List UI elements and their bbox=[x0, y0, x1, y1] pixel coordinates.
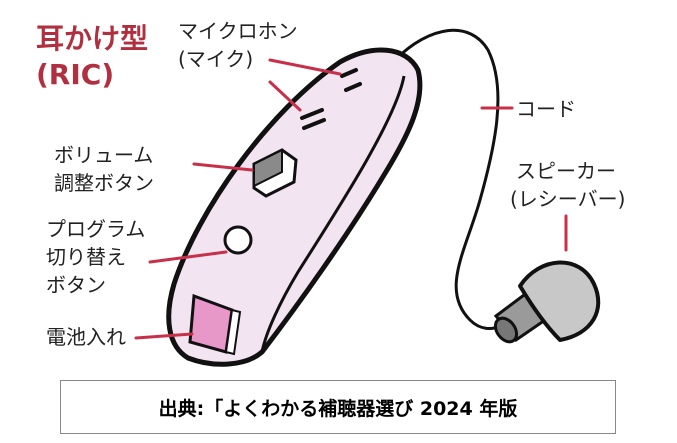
leader-lines bbox=[134, 58, 568, 340]
program-label-3: ボタン bbox=[46, 273, 106, 297]
title-line-2: (RIC) bbox=[36, 58, 115, 91]
battery-door[interactable] bbox=[188, 293, 242, 356]
cord-label: コード bbox=[516, 97, 576, 121]
program-label-1: プログラム bbox=[46, 217, 146, 241]
microphone-label-1: マイクロホン bbox=[178, 19, 298, 43]
microphone-leader-2 bbox=[268, 80, 302, 112]
volume-label-2: 調整ボタン bbox=[54, 171, 154, 195]
speaker-label-1: スピーカー bbox=[516, 159, 616, 183]
body-inner-edge bbox=[260, 75, 406, 353]
program-leader bbox=[148, 250, 228, 264]
cord bbox=[393, 28, 501, 330]
program-label-2: 切り替え bbox=[46, 245, 126, 269]
source-caption-box: 出典:「よくわかる補聴器選び 2024 年版 bbox=[60, 380, 616, 434]
battery-label: 電池入れ bbox=[46, 325, 126, 349]
source-caption: 出典:「よくわかる補聴器選び 2024 年版 bbox=[158, 397, 518, 420]
speaker-label-2: (レシーバー) bbox=[510, 187, 626, 211]
title-line-1: 耳かけ型 bbox=[36, 22, 149, 55]
microphone-label-2: (マイク) bbox=[178, 47, 254, 71]
hearing-aid-body bbox=[166, 47, 423, 367]
microphone-slots bbox=[300, 68, 362, 130]
microphone-leader-1 bbox=[268, 58, 342, 76]
ear-tip bbox=[518, 260, 601, 342]
volume-label-1: ボリューム bbox=[54, 143, 154, 167]
battery-leader bbox=[134, 332, 194, 340]
speaker-receiver bbox=[493, 260, 601, 344]
program-button[interactable] bbox=[223, 225, 253, 255]
volume-button[interactable] bbox=[252, 148, 298, 198]
volume-leader bbox=[192, 162, 254, 172]
